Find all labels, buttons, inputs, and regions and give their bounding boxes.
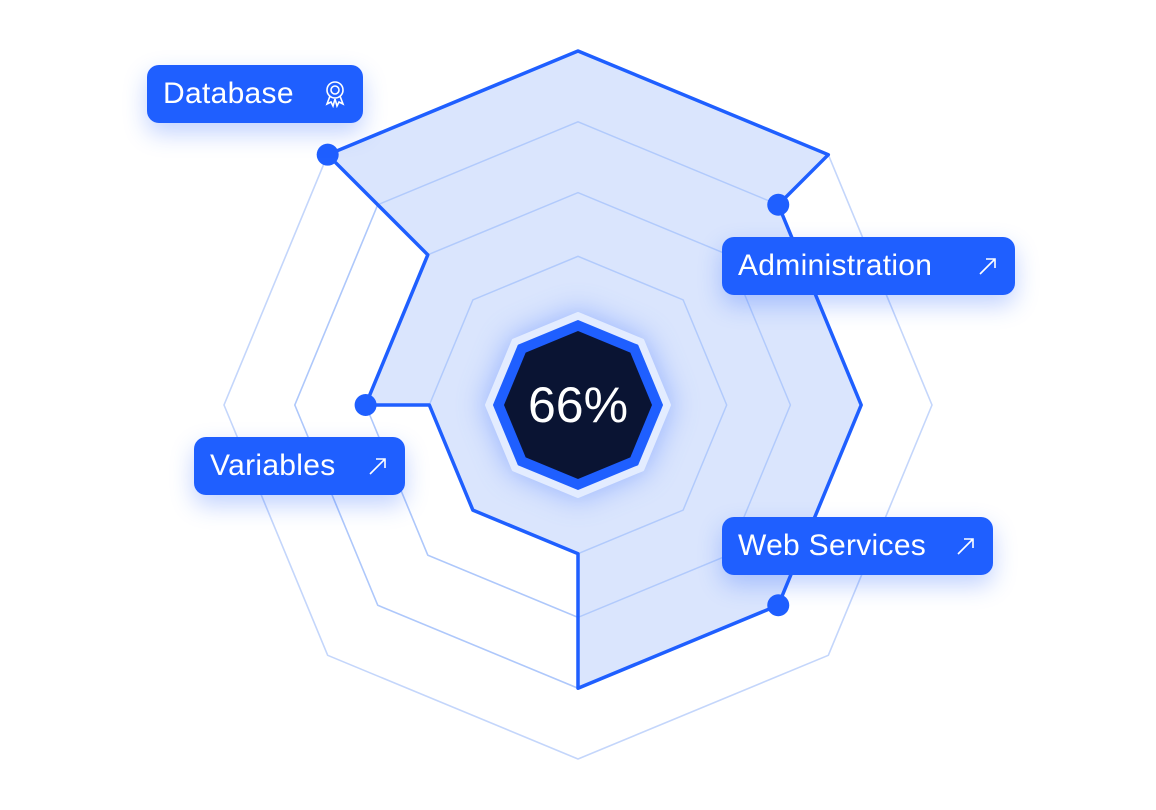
arrow-up-right-icon <box>955 535 977 557</box>
arrow-up-right-icon <box>977 255 999 277</box>
data-point-marker <box>767 193 790 216</box>
label-text: Variables <box>210 449 336 482</box>
data-point-marker <box>316 143 339 166</box>
center-percentage: 66% <box>527 377 629 433</box>
label-database[interactable]: Database <box>147 65 363 123</box>
label-text: Administration <box>738 249 933 282</box>
label-web-services[interactable]: Web Services <box>722 517 993 575</box>
center-badge <box>483 310 673 500</box>
label-text: Web Services <box>738 529 927 562</box>
arrow-up-right-icon <box>367 455 389 477</box>
label-administration[interactable]: Administration <box>722 237 1015 295</box>
data-point-marker <box>354 394 377 416</box>
label-variables[interactable]: Variables <box>194 437 405 495</box>
data-point-marker <box>767 594 790 617</box>
award-ribbon-icon <box>323 80 347 108</box>
label-text: Database <box>163 77 294 110</box>
center-fill <box>504 331 652 479</box>
